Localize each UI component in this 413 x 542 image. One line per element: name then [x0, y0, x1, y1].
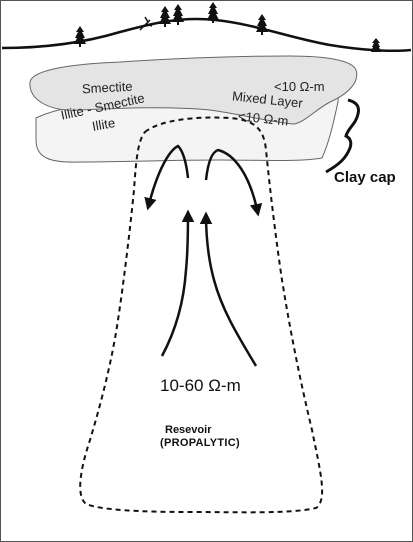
branch-icon [139, 16, 153, 31]
reservoir-type-label: (PROPALYTIC) [160, 437, 240, 449]
ground-surface [1, 17, 412, 52]
upflow-arrow-right [199, 211, 258, 367]
reservoir-resistivity-label: 10-60 Ω-m [160, 376, 241, 395]
tree-icon [172, 4, 184, 25]
tree-icon [159, 6, 171, 27]
tree-icon [371, 38, 381, 52]
tree-icon [256, 14, 268, 35]
tree-icon [74, 26, 86, 47]
outflow-arrow-left [144, 144, 190, 211]
clay-cap-bracket [325, 98, 360, 174]
clay-cap-label: Clay cap [334, 169, 396, 186]
reservoir-label: Resevoir [165, 424, 212, 436]
upflow-arrow-left [160, 209, 195, 357]
smectite-layer [29, 55, 358, 125]
smectite-resistivity-label: <10 Ω-m [274, 79, 325, 94]
reservoir-outline [79, 116, 324, 514]
tree-icon [207, 2, 219, 23]
outflow-arrow-right [204, 148, 263, 217]
